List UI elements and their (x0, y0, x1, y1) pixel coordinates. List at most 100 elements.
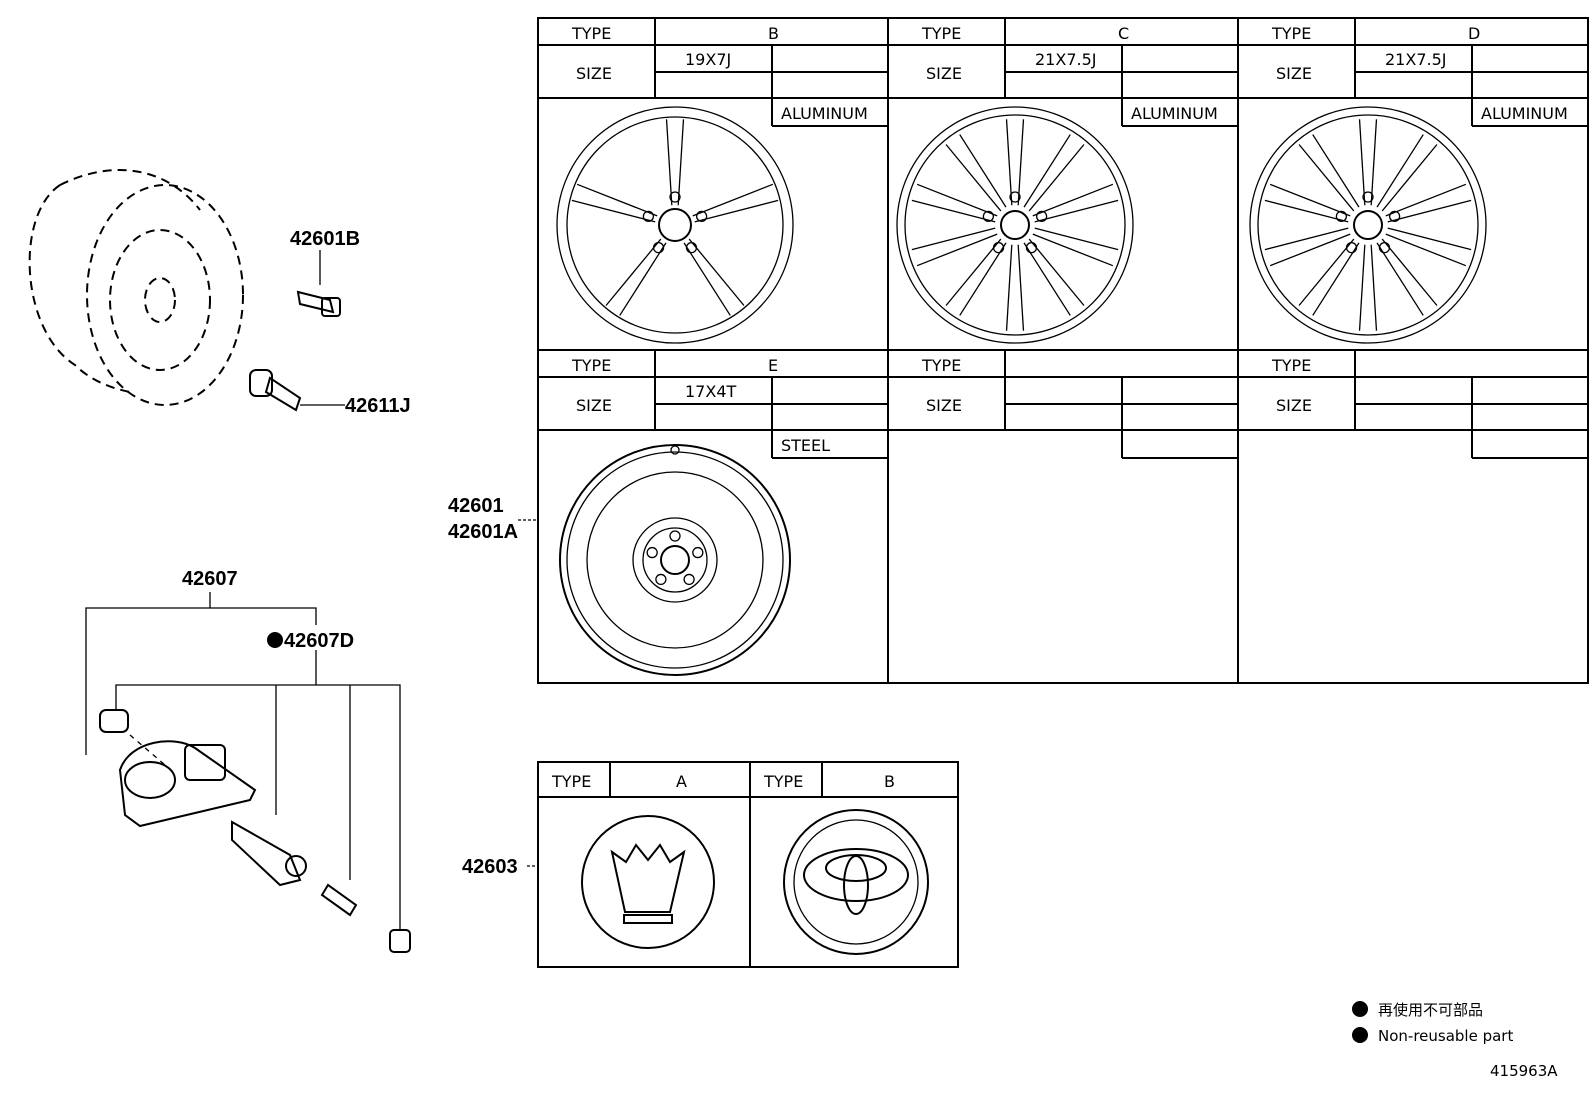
wheel-type-value: C (1118, 24, 1129, 43)
tire-dashed-outline (28, 169, 244, 406)
callout-42611J: 42611J (345, 395, 411, 417)
callout-42601A: 42601A (448, 521, 518, 543)
wheel-spoke-C (1032, 183, 1114, 217)
wheel-material-value: ALUMINUM (1131, 104, 1218, 123)
cap-type-value-A: A (676, 772, 687, 791)
wheel-spoke-C (1005, 244, 1013, 331)
cap-type-table (537, 761, 959, 968)
lug-hole-B (685, 242, 698, 254)
wheel-spoke-C (1032, 233, 1114, 267)
wheel-spoke-C (1017, 244, 1025, 331)
wheel-spoke-B (576, 183, 658, 217)
wheel-spoke-C (1005, 119, 1013, 206)
wheel-spoke-D (1387, 199, 1472, 223)
lug-hole-E (692, 546, 704, 559)
wheel-spoke-B (694, 199, 779, 223)
wheel-size-label: SIZE (576, 396, 612, 415)
lug-hole-C (1025, 242, 1038, 254)
lug-hole-E (683, 573, 695, 586)
lug-hole-C (992, 242, 1005, 254)
wheel-size-label: SIZE (926, 64, 962, 83)
wheel-spoke-D (1312, 134, 1360, 208)
wheel-spoke-C (916, 183, 998, 217)
non-reusable-bullet-icon (267, 632, 283, 648)
wheel-spoke-D (1264, 199, 1349, 223)
wheel-E-drawing (559, 444, 791, 676)
wheel-spoke-C (1034, 199, 1119, 223)
wheel-spoke-D (1269, 183, 1351, 217)
wheel-size-label: SIZE (926, 396, 962, 415)
wheel-spoke-C (1023, 134, 1071, 208)
callout-42607D: 42607D (284, 630, 354, 652)
wheel-spoke-D (1269, 233, 1351, 267)
lug-hole-E (646, 546, 658, 559)
lug-hole-D (1362, 191, 1374, 203)
wheel-spoke-D (1370, 119, 1378, 206)
wheel-material-value: STEEL (781, 436, 830, 455)
wheel-spoke-D (1387, 227, 1472, 251)
valve-cap (389, 929, 411, 953)
wheel-spoke-C (1023, 242, 1071, 316)
wheel-spoke-C (945, 144, 1002, 212)
wheel-spoke-C (945, 238, 1002, 306)
cap-B-toyota-emblem (783, 809, 929, 955)
lug-nut-42601B (296, 250, 341, 317)
legend-jp: 再使用不可部品 (1378, 1001, 1483, 1019)
lug-hole-C (1009, 191, 1021, 203)
wheel-spoke-D (1264, 227, 1349, 251)
wheel-spoke-B (692, 183, 774, 217)
wheel-spoke-B (683, 242, 731, 316)
valve-core (320, 883, 358, 917)
wheel-type-table (537, 17, 1589, 684)
cap-type-value-B: B (884, 772, 895, 791)
wheel-spoke-C (1034, 227, 1119, 251)
wheel-spoke-D (1358, 119, 1366, 206)
wheel-spoke-D (1385, 183, 1467, 217)
tpms-leader-lines (85, 592, 401, 930)
wheel-spoke-B (677, 119, 685, 206)
lug-hole-D (1345, 242, 1358, 254)
wheel-type-value: D (1468, 24, 1480, 43)
lug-hole-D (1335, 210, 1348, 222)
wheel-spoke-C (911, 199, 996, 223)
wheel-spoke-B (665, 119, 673, 206)
tpms-valve-stem (231, 820, 307, 887)
lug-hole-B (695, 210, 708, 222)
wheel-spoke-C (959, 242, 1007, 316)
legend-bullet-en-icon (1352, 1027, 1368, 1043)
lug-hole-B (642, 210, 655, 222)
wheel-type-value: B (768, 24, 779, 43)
wheel-spoke-D (1381, 238, 1438, 306)
cap-type-label-A: TYPE (551, 772, 591, 791)
wheel-type-value: E (768, 356, 778, 375)
wheel-type-label: TYPE (1271, 356, 1311, 375)
wheel-type-label: TYPE (921, 356, 961, 375)
wheel-spoke-D (1298, 144, 1355, 212)
wheel-spoke-D (1376, 134, 1424, 208)
callout-42601B: 42601B (290, 228, 360, 250)
wheel-spoke-D (1370, 244, 1378, 331)
wheel-size-value: 21X7.5J (1035, 50, 1096, 69)
wheel-spoke-B (605, 238, 662, 306)
wheel-size-label: SIZE (576, 64, 612, 83)
wheel-spoke-D (1376, 242, 1424, 316)
cap-A-crown-emblem (581, 815, 715, 949)
wheel-material-value: ALUMINUM (781, 104, 868, 123)
lug-hole-D (1388, 210, 1401, 222)
callout-42607: 42607 (182, 568, 238, 590)
wheel-spoke-C (1017, 119, 1025, 206)
wheel-spoke-B (688, 238, 745, 306)
valve-42611J (249, 369, 345, 412)
wheel-spoke-C (959, 134, 1007, 208)
wheel-spoke-D (1298, 238, 1355, 306)
lug-hole-B (669, 191, 681, 203)
figure-id: 415963A (1490, 1062, 1558, 1080)
wheel-material-value: ALUMINUM (1481, 104, 1568, 123)
callout-42601: 42601 (448, 495, 504, 517)
wheel-spoke-C (916, 233, 998, 267)
wheel-type-label: TYPE (921, 24, 961, 43)
wheel-size-label: SIZE (1276, 396, 1312, 415)
wheel-size-value: 17X4T (685, 382, 737, 401)
wheel-spoke-B (619, 242, 667, 316)
lug-hole-D (1378, 242, 1391, 254)
